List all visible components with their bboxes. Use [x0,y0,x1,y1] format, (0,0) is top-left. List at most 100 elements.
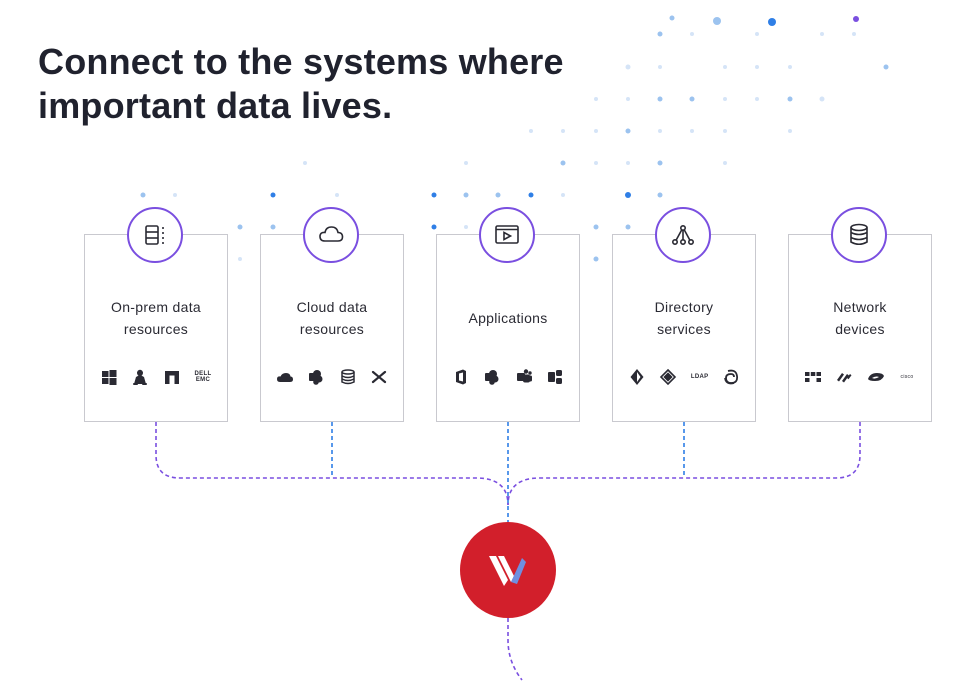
background-dot [657,96,663,102]
background-dot [303,161,307,165]
background-dot [270,224,276,230]
background-dot [625,192,631,198]
background-dot [723,97,727,101]
loop-logo [721,367,741,387]
background-dot [690,32,694,36]
background-dot [658,129,662,133]
page-title: Connect to the systems where important d… [38,40,564,128]
background-dot [768,18,776,26]
logo-row: DELL EMC [99,367,213,387]
headline-line-1: Connect to the systems where [38,41,564,82]
network-tree-icon [671,225,694,245]
windows-logo [99,367,119,387]
card-applications: Applications [436,207,580,422]
background-dot [594,161,598,165]
card-on-prem-data-resources: On-prem data resources DELL EMC [84,207,228,422]
headline-line-2: important data lives. [38,85,393,126]
background-dot [883,64,889,70]
cisco-logo: cisco [900,374,914,380]
cisco-meraki-logo [866,367,886,387]
exchange-logo [545,367,565,387]
connector-line-network [507,422,861,506]
cloud-icon [319,226,344,242]
card-label: Network devices [833,299,887,337]
play-window-icon [495,225,519,244]
background-dot [335,193,339,197]
sharepoint-logo [306,367,326,387]
background-dot [237,224,243,230]
card-label: Applications [468,310,548,326]
background-dot [626,97,630,101]
linux-penguin-logo [130,367,150,387]
sharepoint-logo [482,367,502,387]
okta-diamond-logo [658,367,678,387]
card-network-devices: Network devices cisco [788,207,932,422]
background-dot [819,96,825,102]
logo-row: cisco [803,367,917,387]
teams-logo [514,367,534,387]
background-dot [658,65,662,69]
background-dot [270,192,276,198]
background-dot [713,17,721,25]
background-dot [788,129,792,133]
background-dot [431,224,437,230]
varonis-v-logo [489,556,526,586]
background-dot [431,192,437,198]
background-dot [625,64,631,70]
background-dot [140,192,146,198]
background-dot [788,65,792,69]
connector-line-on-prem [155,422,509,506]
background-dot [689,96,695,102]
onedrive-cloud-logo [275,367,295,387]
background-dot [593,256,599,262]
background-dot [625,224,631,230]
background-dot [755,97,759,101]
background-dot [464,161,468,165]
ldap-logo: LDAP [690,374,709,380]
background-dot [625,128,631,134]
background-dot [464,225,468,229]
connector-line-down [507,618,523,681]
badge [127,207,183,263]
background-dot [561,193,565,197]
background-dot [594,97,598,101]
background-dot [495,192,501,198]
badge [479,207,535,263]
badge [831,207,887,263]
background-dot [528,192,534,198]
logo-row [451,367,565,387]
azure-ad-logo [627,367,647,387]
background-dot [173,193,177,197]
office-logo [451,367,471,387]
background-dot [690,129,694,133]
background-dot [669,15,675,21]
background-dot [560,160,566,166]
background-dot [853,16,859,22]
background-dot [723,65,727,69]
card-label: Cloud data resources [296,299,368,337]
background-dot [820,32,824,36]
fortinet-logo [803,367,823,387]
card-label: Directory services [654,299,714,337]
background-dot [238,257,242,261]
background-dot [657,160,663,166]
box-x-logo [369,367,389,387]
varonis-hub [460,522,556,618]
card-cloud-data-resources: Cloud data resources [260,207,404,422]
background-dot [626,161,630,165]
server-list-icon [145,225,164,245]
dell-emc-logo: DELL EMC [194,371,212,383]
netapp-logo [162,367,182,387]
background-dot [723,161,727,165]
background-dot [561,129,565,133]
background-dot [529,129,533,133]
background-dot [657,31,663,37]
background-dot [755,65,759,69]
background-dot [657,192,663,198]
background-dot [852,32,856,36]
background-dot [594,129,598,133]
paloalto-logo [834,367,854,387]
card-label: On-prem data resources [111,299,201,337]
background-dot [463,192,469,198]
database-stack-logo [338,367,358,387]
